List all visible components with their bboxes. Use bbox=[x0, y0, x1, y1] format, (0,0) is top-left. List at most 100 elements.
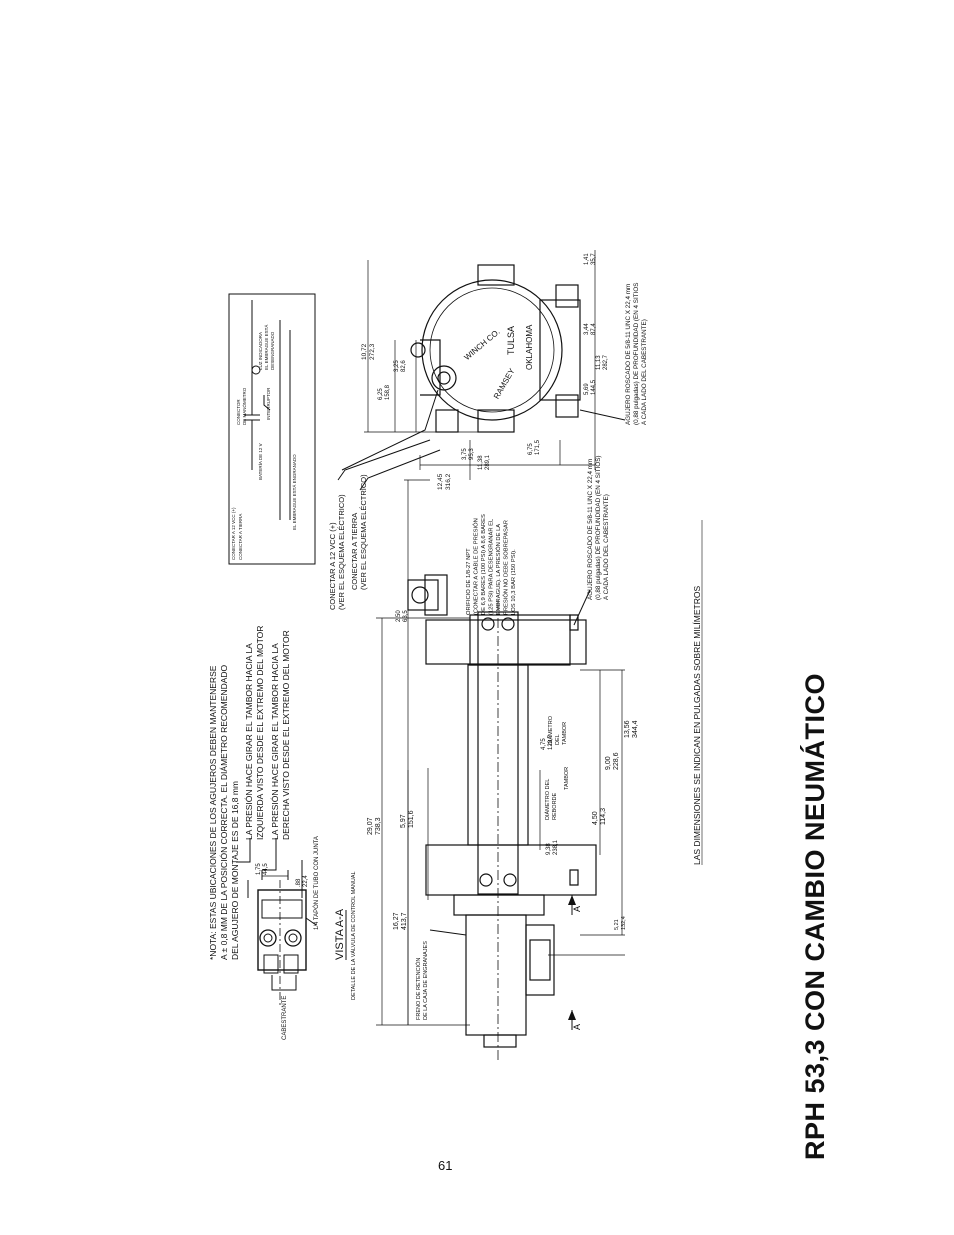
dim-521: 5,21 132,4 bbox=[614, 916, 627, 930]
svg-text:EL EMBRAGUE ESTÁ ENGRANADO: EL EMBRAGUE ESTÁ ENGRANADO bbox=[291, 454, 297, 530]
brake-leader bbox=[429, 929, 467, 936]
svg-text:82,6: 82,6 bbox=[401, 360, 407, 372]
svg-text:PRESIÓN NO DEBE SOBREPASAR: PRESIÓN NO DEBE SOBREPASAR bbox=[503, 520, 510, 615]
svg-text:LUZ INDICADORA: LUZ INDICADORA bbox=[258, 332, 263, 370]
dim-475: 4,75 120,7 bbox=[541, 734, 554, 750]
svg-text:CONECTOR: CONECTOR bbox=[236, 399, 241, 425]
wiring-text-5: CONECTOR DE MANÓMETRO bbox=[236, 387, 247, 425]
svg-text:A: A bbox=[572, 906, 582, 912]
wiring-text-2: CONECTAR A TIERRA bbox=[238, 514, 243, 560]
svg-text:158,8: 158,8 bbox=[385, 384, 391, 400]
svg-text:6,75: 6,75 bbox=[528, 443, 534, 455]
dim-088: .88 22,4 bbox=[296, 875, 309, 887]
svg-text:738,3: 738,3 bbox=[375, 817, 382, 835]
hole-note-side: AGUJERO ROSCADO DE 5/8-11 UNC X 22,4 mm … bbox=[587, 455, 610, 600]
svg-text:A: A bbox=[572, 1024, 582, 1030]
dim-250-valve: 2,50 63,5 bbox=[396, 610, 409, 622]
svg-text:228,6: 228,6 bbox=[613, 752, 620, 770]
svg-text:DETALLE DE LA VÁLVULA DE CONTR: DETALLE DE LA VÁLVULA DE CONTROL MANUAL bbox=[350, 871, 357, 1000]
svg-text:4,50: 4,50 bbox=[592, 811, 599, 825]
svg-text:IZQUIERDA VISTO DESDE EL EXTRE: IZQUIERDA VISTO DESDE EL EXTREMO DEL MOT… bbox=[255, 626, 265, 840]
dim-1356: 13,56 344,4 bbox=[624, 720, 639, 738]
wiring-text-4: INTERRUPTOR bbox=[266, 387, 271, 420]
svg-text:DE LA CAJA DE ENGRANAJES: DE LA CAJA DE ENGRANAJES bbox=[423, 941, 429, 1020]
svg-text:TAMBOR: TAMBOR bbox=[562, 722, 568, 745]
rotation-note-right: LA PRESIÓN HACE GIRAR EL TAMBOR HACIA LA… bbox=[270, 630, 291, 840]
svg-text:1,41: 1,41 bbox=[584, 253, 590, 265]
connect-12v-note: CONECTAR A 12 VCC (+) (VER EL ESQUEMA EL… bbox=[328, 494, 346, 610]
svg-text:WINCH CO.: WINCH CO. bbox=[462, 327, 501, 362]
dim-569: 5,69 144,5 bbox=[584, 379, 597, 395]
hole-side-leader bbox=[573, 589, 591, 626]
hole-note-end: AGUJERO ROSCADO DE 5/8-11 UNC X 22,4 mm … bbox=[625, 283, 648, 425]
svg-text:CONECTAR A 12 VCC (+): CONECTAR A 12 VCC (+) bbox=[231, 507, 236, 560]
svg-text:DIÁMETRO DEL: DIÁMETRO DEL bbox=[544, 779, 551, 820]
svg-text:238,1: 238,1 bbox=[553, 839, 559, 855]
dim-900: 9,00 228,6 bbox=[605, 752, 620, 770]
svg-text:344,4: 344,4 bbox=[632, 720, 639, 738]
svg-text:132,4: 132,4 bbox=[621, 916, 627, 930]
winch-side-view bbox=[407, 574, 597, 1060]
svg-text:22,4: 22,4 bbox=[303, 875, 309, 887]
svg-text:151,6: 151,6 bbox=[408, 810, 415, 828]
svg-text:11,38: 11,38 bbox=[478, 455, 484, 470]
drum-dia-label: DIÁMETRO DEL TAMBOR bbox=[547, 715, 568, 745]
svg-text:35,7: 35,7 bbox=[591, 253, 597, 265]
svg-text:16,27: 16,27 bbox=[393, 912, 400, 930]
svg-text:1,75: 1,75 bbox=[256, 863, 262, 875]
svg-text:171,5: 171,5 bbox=[535, 439, 541, 455]
svg-text:LA PRESIÓN HACE GIRAR EL TAMBO: LA PRESIÓN HACE GIRAR EL TAMBOR HACIA LA bbox=[270, 643, 280, 840]
page-title: RPH 53,3 CON CAMBIO NEUMÁTICO bbox=[800, 672, 830, 1160]
wiring-text-3: BATERÍA DE 12 V bbox=[257, 443, 263, 480]
svg-text:(125 PSI) PARA DESENGRANAR EL: (125 PSI) PARA DESENGRANAR EL bbox=[489, 518, 495, 615]
dimension-lines bbox=[364, 250, 625, 1026]
mounting-hole-note: *NOTA: ESTAS UBICACIONES DE LOS AGUJEROS… bbox=[208, 664, 240, 960]
svg-text:44,5: 44,5 bbox=[263, 863, 269, 875]
svg-text:3,25: 3,25 bbox=[394, 360, 400, 372]
wiring-text-1: CONECTAR A 12 VCC (+) bbox=[231, 507, 236, 560]
svg-text:*NOTA: ESTAS UBICACIONES DE LO: *NOTA: ESTAS UBICACIONES DE LOS AGUJEROS… bbox=[208, 665, 218, 960]
rotation-leader-left bbox=[236, 838, 251, 863]
svg-text:13,56: 13,56 bbox=[624, 720, 631, 738]
svg-text:TULSA: TULSA bbox=[506, 326, 516, 355]
svg-text:316,2: 316,2 bbox=[445, 473, 452, 490]
orifice-note: ORIFICIO DE 1/8-27 NPT (CONECTAR A CABLE… bbox=[466, 514, 517, 615]
svg-text:ORIFICIO DE 1/8-27 NPT: ORIFICIO DE 1/8-27 NPT bbox=[466, 548, 472, 615]
svg-text:DE MANÓMETRO: DE MANÓMETRO bbox=[241, 387, 247, 425]
section-mark-a-lower: A bbox=[568, 1010, 582, 1030]
plug-leader bbox=[305, 917, 317, 926]
svg-text:(0,88 pulgadas) DE PROFUNDIDAD: (0,88 pulgadas) DE PROFUNDIDAD (EN 4 SIT… bbox=[595, 455, 602, 600]
dim-450: 4,50 114,3 bbox=[592, 808, 607, 825]
svg-text:2,50: 2,50 bbox=[396, 610, 402, 622]
svg-text:AGUJERO ROSCADO DE 5/8-11 UNC: AGUJERO ROSCADO DE 5/8-11 UNC X 22,4 mm bbox=[587, 459, 594, 600]
svg-text:413,7: 413,7 bbox=[401, 912, 408, 930]
view-aa-detail bbox=[247, 860, 307, 1005]
nameplate-text: RAMSEY WINCH CO. TULSA OKLAHOMA bbox=[462, 324, 534, 401]
svg-text:VISTA A-A: VISTA A-A bbox=[334, 908, 346, 960]
svg-text:RAMSEY: RAMSEY bbox=[492, 366, 517, 400]
svg-text:(0,88 pulgadas) DE PROFUNDIDAD: (0,88 pulgadas) DE PROFUNDIDAD (EN 4 SIT… bbox=[633, 283, 640, 425]
dim-375: 3,75 95,3 bbox=[462, 448, 475, 460]
svg-text:EL EMBRAGUE ESTÁ: EL EMBRAGUE ESTÁ bbox=[263, 325, 269, 370]
rotation-leader-right bbox=[262, 838, 277, 871]
svg-text:5,97: 5,97 bbox=[400, 814, 407, 828]
dim-2907: 29,07 738,3 bbox=[367, 817, 382, 835]
svg-text:63,5: 63,5 bbox=[403, 610, 409, 622]
units-note: LAS DIMENSIONES SE INDICAN EN PULGADAS S… bbox=[692, 586, 702, 865]
dim-175: 1,75 44,5 bbox=[256, 863, 269, 875]
page-number: 61 bbox=[438, 1158, 453, 1173]
svg-text:114,3: 114,3 bbox=[600, 808, 607, 825]
section-mark-a-upper: A bbox=[568, 895, 582, 915]
svg-text:DEL: DEL bbox=[555, 734, 561, 745]
svg-text:CONECTAR A 12 VCC (+): CONECTAR A 12 VCC (+) bbox=[328, 522, 337, 610]
svg-text:DIÁMETRO: DIÁMETRO bbox=[547, 715, 554, 745]
dim-1138: 11,38 289,1 bbox=[478, 454, 491, 470]
capstan-label: CABESTRANTE bbox=[282, 996, 288, 1040]
dim-675: 6,75 171,5 bbox=[528, 439, 541, 455]
wiring-diagram-box bbox=[228, 293, 316, 565]
svg-text:FRENO DE RETENCIÓN: FRENO DE RETENCIÓN bbox=[415, 958, 422, 1020]
svg-text:LA PRESIÓN HACE GIRAR EL TAMBO: LA PRESIÓN HACE GIRAR EL TAMBOR HACIA LA bbox=[244, 643, 254, 840]
svg-text:DEL AGUJERO DE MONTAJE ES DE 1: DEL AGUJERO DE MONTAJE ES DE 16,8 mm bbox=[230, 781, 240, 960]
svg-text:144,5: 144,5 bbox=[591, 379, 597, 395]
